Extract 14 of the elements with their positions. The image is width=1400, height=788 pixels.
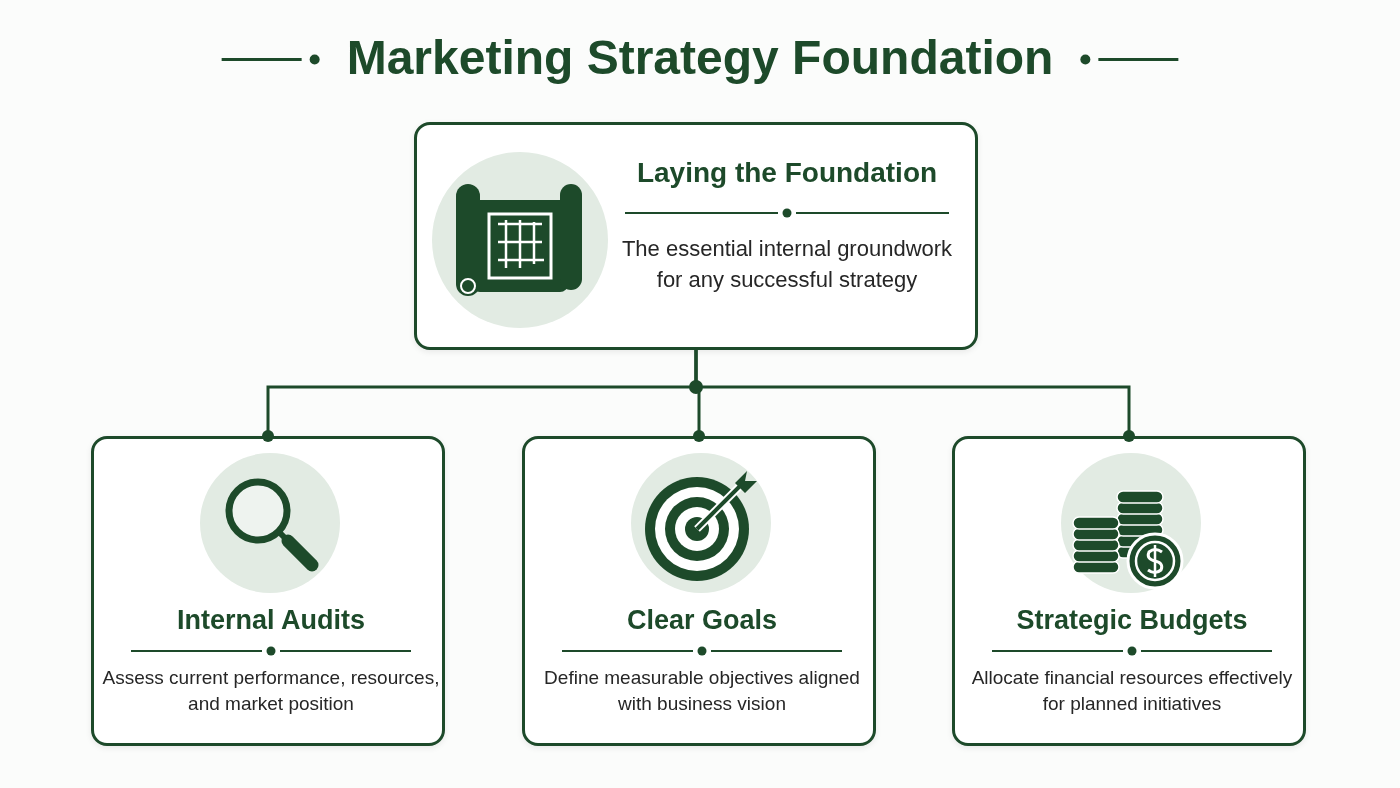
title: Marketing Strategy Foundation	[346, 31, 1054, 84]
card-heading: Laying the Foundation	[635, 157, 939, 189]
connector-line	[694, 350, 1135, 442]
card-heading: Strategic Budgets	[1015, 605, 1249, 636]
card	[952, 436, 1306, 746]
card-description: Define measurable objectives aligned with business vision	[543, 666, 861, 716]
card	[91, 436, 445, 746]
card-description: Assess current performance, resources, and market position	[101, 666, 441, 716]
card-description: The essential internal groundwork for any successful strategy	[620, 235, 954, 294]
card-description: Allocate financial resources effectively for planned initiatives	[970, 666, 1294, 716]
card-heading: Clear Goals	[625, 605, 779, 636]
card-heading: Internal Audits	[176, 605, 366, 636]
card	[522, 436, 876, 746]
card	[414, 122, 978, 350]
